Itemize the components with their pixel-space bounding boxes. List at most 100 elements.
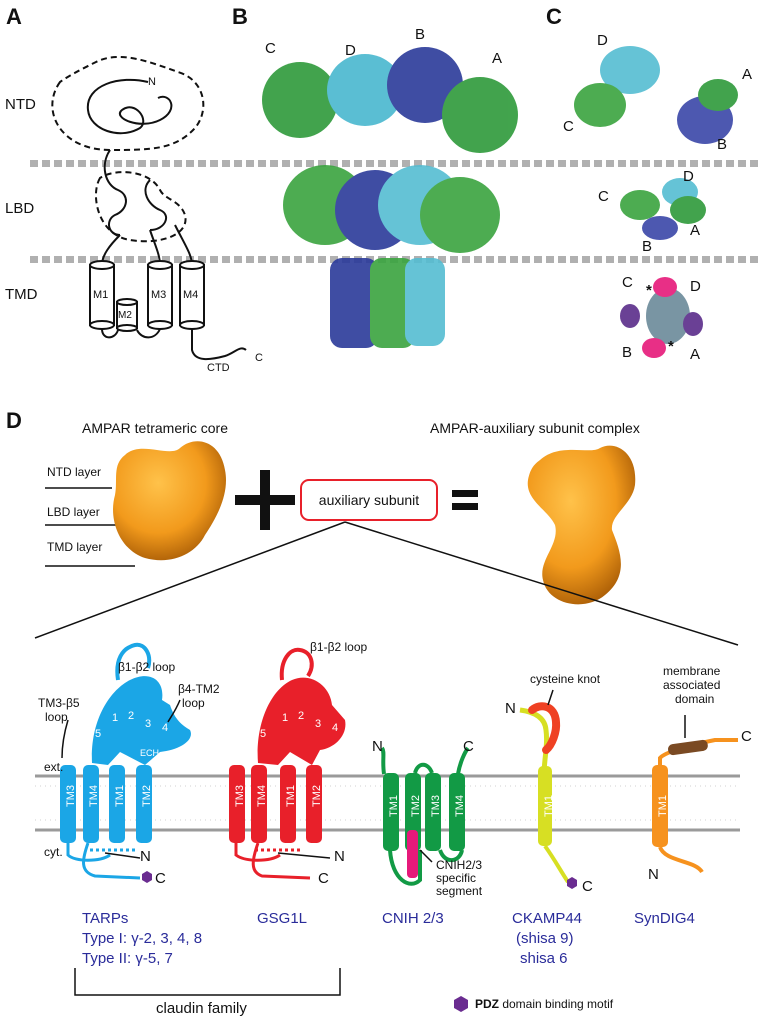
tarp-tm3b5-label: TM3-β5 xyxy=(38,696,80,710)
gsg-tm4 xyxy=(251,765,267,843)
ckamp-family-label-2: (shisa 9) xyxy=(516,930,574,947)
tarp-strand-2: 2 xyxy=(128,710,135,722)
tarp-b1b2-loop xyxy=(115,642,152,681)
c-bot-c: C xyxy=(622,274,633,291)
c-top-green-right xyxy=(698,79,738,111)
cnih-tm3 xyxy=(425,773,441,851)
syndig-n-tail xyxy=(658,846,704,874)
cnih-cyt-loop xyxy=(388,849,464,886)
c-bot-pink-bot xyxy=(642,338,666,358)
c-top-a: A xyxy=(742,66,753,83)
c-top-d: D xyxy=(597,32,608,49)
b-subunit-c: C xyxy=(265,40,276,57)
complex-density-map xyxy=(527,445,636,605)
gsg-tm3 xyxy=(229,765,245,843)
gsg-strand-2: 2 xyxy=(298,710,305,722)
cnih-tm2-label: TM2 xyxy=(410,795,422,817)
c-mid-blue xyxy=(642,216,678,240)
tarp-pdz-hexagon xyxy=(142,871,152,883)
cnih-n-label: N xyxy=(372,738,383,755)
c-bot-b: B xyxy=(622,344,633,361)
b-subunit-a: A xyxy=(492,50,503,67)
tarp-strand-5: 5 xyxy=(95,728,102,740)
syndig-domain-label-3: domain xyxy=(675,692,715,706)
tarp-beta-sheet xyxy=(91,676,191,765)
cnih-seg-arrow xyxy=(419,849,433,863)
equals-top xyxy=(452,490,478,497)
gsg-tm2 xyxy=(306,765,322,843)
gsg-tm2-label: TM2 xyxy=(311,785,323,807)
c-bot-star-bot: * xyxy=(668,338,674,355)
gsg-tm4-label: TM4 xyxy=(256,785,268,807)
gsg-tm1 xyxy=(280,765,296,843)
m1-label: M1 xyxy=(93,289,109,301)
gsg-strand-3: 3 xyxy=(315,718,322,730)
ntd-envelope xyxy=(51,55,205,152)
panel-b-letter: B xyxy=(232,4,248,29)
ckamp-c-label: C xyxy=(582,878,593,895)
core-title: AMPAR tetrameric core xyxy=(82,420,228,436)
cnih-tm4-label: TM4 xyxy=(454,795,466,817)
tarp-b1b2-label: β1-β2 loop xyxy=(118,660,176,674)
c-bot-purple-left xyxy=(620,304,640,328)
cnih-seg-label-3: segment xyxy=(436,884,483,898)
lbd-envelope xyxy=(95,171,187,243)
c-top-c: C xyxy=(563,118,574,135)
syndig-n-label: N xyxy=(648,866,659,883)
cnih-c-term xyxy=(456,746,470,775)
gsg1l-family-label: GSG1L xyxy=(257,910,308,927)
c-mid-a: A xyxy=(690,222,701,239)
cnih-seg-label-2: specific xyxy=(436,871,477,885)
ckamp-knot-arrow xyxy=(547,689,554,706)
b-ntd-green-right xyxy=(442,77,518,153)
gsg-b1b2-label: β1-β2 loop xyxy=(310,640,368,654)
helix-m3 xyxy=(147,260,173,330)
tarp-b4tm2-label: β4-TM2 xyxy=(178,682,220,696)
ntd-chain xyxy=(86,78,173,135)
b-tmd-blue xyxy=(330,258,378,348)
tarp-loop-arrow-1 xyxy=(61,719,69,759)
m3-label: M3 xyxy=(151,289,167,301)
cnih-n-term xyxy=(380,746,386,775)
pdz-legend-bold: PDZ xyxy=(475,997,499,1011)
c-mid-green2 xyxy=(670,196,706,224)
b-subunit-b: B xyxy=(415,26,426,43)
equals-bottom xyxy=(452,503,478,510)
ckamp-c-tail xyxy=(543,844,570,884)
m4-label: M4 xyxy=(183,289,199,301)
c-top-green-left xyxy=(574,83,626,127)
cnih-ext-loop xyxy=(413,762,434,774)
c-bot-core xyxy=(646,288,690,344)
m1-m2-loop xyxy=(101,328,119,339)
tarp-n-label: N xyxy=(140,848,151,865)
cnih-tm1-label: TM1 xyxy=(388,795,400,817)
syndig-family-label: SynDIG4 xyxy=(634,910,695,927)
b-subunit-d: D xyxy=(345,42,356,59)
cnih-tm4 xyxy=(449,773,465,851)
tarp-tm3-label: TM3 xyxy=(65,785,77,807)
c-top-cyan xyxy=(600,46,660,94)
c-top-b: B xyxy=(717,136,728,153)
ckamp-family-label-1: CKAMP44 xyxy=(512,910,583,927)
tarp-tm1 xyxy=(109,765,125,843)
tarp-strand-3: 3 xyxy=(145,718,152,730)
tarp-tm3 xyxy=(60,765,76,843)
panel-a-letter: A xyxy=(6,4,22,29)
gsg-strand-5: 5 xyxy=(260,728,267,740)
c-bot-star-top: * xyxy=(646,282,652,299)
ckamp-cysteine-knot xyxy=(528,702,561,754)
c-mid-b: B xyxy=(642,238,653,255)
lbd-label: LBD xyxy=(5,200,35,217)
gsg-tm3-label: TM3 xyxy=(234,785,246,807)
syndig-domain-label-1: membrane xyxy=(663,664,721,678)
pdz-legend-rest: domain binding motif xyxy=(499,997,614,1011)
a-n-label: N xyxy=(148,76,156,88)
syndig-tm1 xyxy=(652,765,668,847)
gsg-n-arrow xyxy=(277,852,331,859)
b-tmd-green xyxy=(370,258,415,348)
panel-d-letter: D xyxy=(6,408,22,433)
